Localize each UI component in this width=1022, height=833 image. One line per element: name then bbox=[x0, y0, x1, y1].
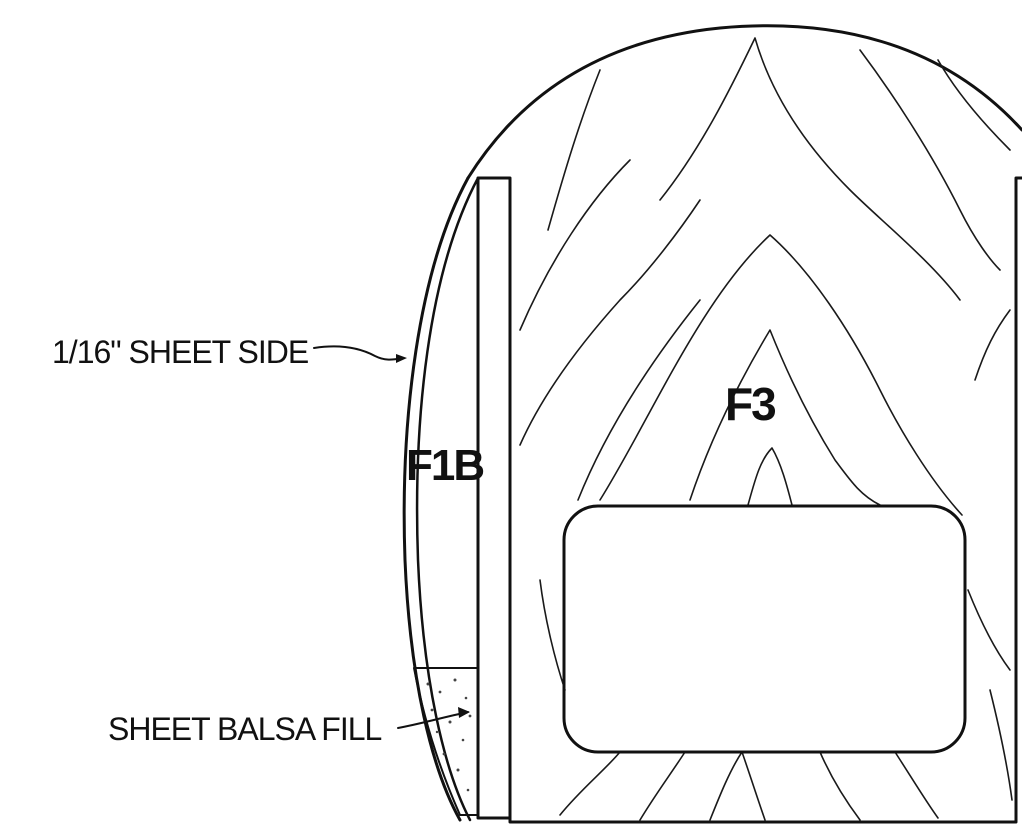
former-f3-label: F3 bbox=[725, 378, 775, 430]
balsa-fill-speckle bbox=[426, 678, 472, 792]
former-outline bbox=[466, 24, 1022, 180]
former-f3-body bbox=[508, 176, 1022, 824]
sheet-fill-arrowhead bbox=[458, 707, 470, 718]
sheet-balsa-fill-label: SHEET BALSA FILL bbox=[108, 711, 382, 747]
wood-grain bbox=[519, 37, 1013, 821]
former-cutout bbox=[562, 504, 967, 754]
sheet-balsa-fill-region bbox=[413, 667, 479, 816]
sheet-fill-leader bbox=[397, 711, 469, 729]
sheet-side-skin-outer bbox=[402, 176, 470, 822]
sheet-side-arrowhead bbox=[396, 354, 407, 363]
former-f1b-strip bbox=[476, 176, 512, 820]
sheet-side-leader bbox=[313, 345, 404, 361]
sheet-side-skin-inner bbox=[415, 176, 480, 822]
former-f1b-label: F1B bbox=[406, 441, 483, 490]
sheet-side-label: 1/16" SHEET SIDE bbox=[52, 334, 308, 370]
